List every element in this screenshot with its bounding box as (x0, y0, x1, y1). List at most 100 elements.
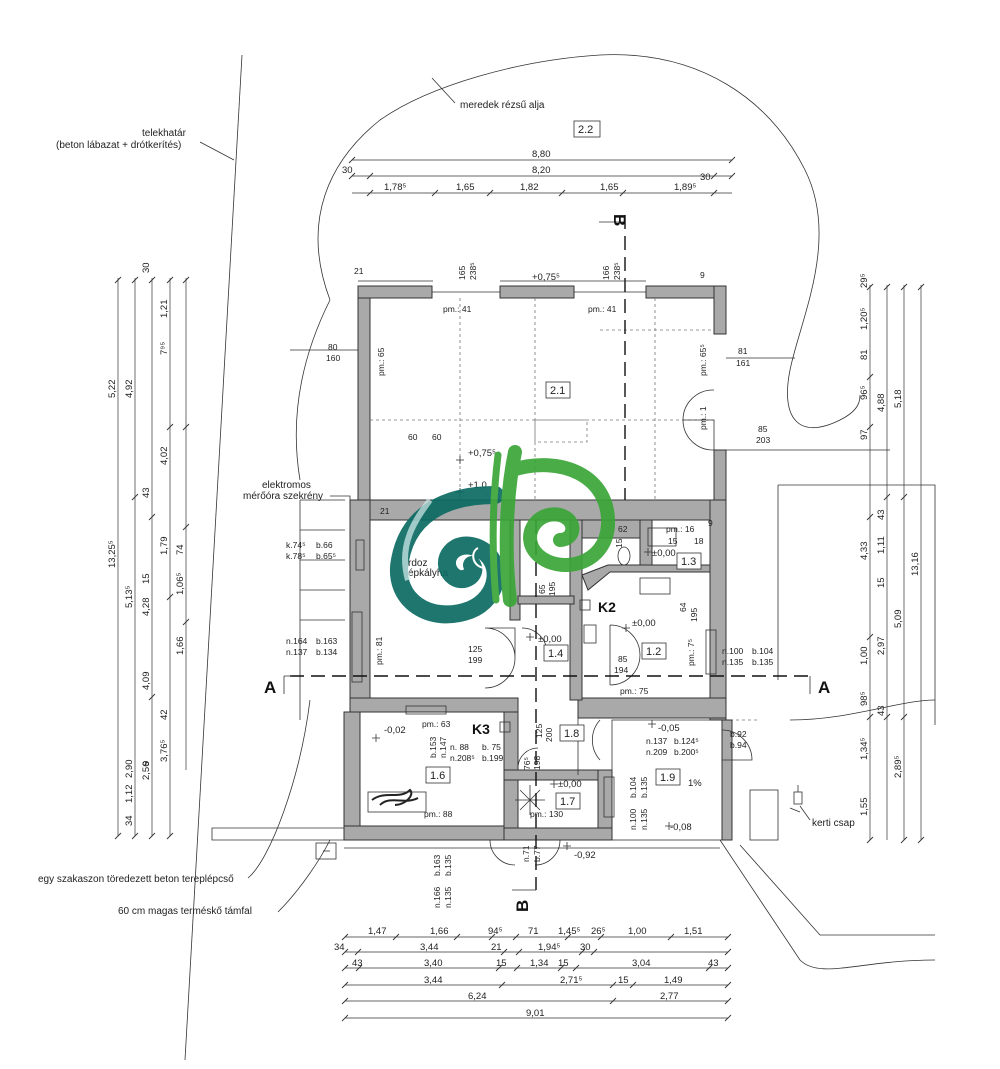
svg-text:97: 97 (859, 429, 870, 440)
svg-text:1,66: 1,66 (175, 637, 186, 656)
wall-upper-left (357, 285, 371, 501)
svg-text:4,33: 4,33 (859, 542, 870, 561)
svg-text:b.200⁵: b.200⁵ (674, 747, 699, 757)
svg-text:4,28: 4,28 (141, 598, 152, 617)
svg-text:2,77: 2,77 (660, 991, 679, 1002)
wall-cellar-bottom-2 (503, 827, 613, 841)
svg-text:b.163: b.163 (432, 854, 442, 876)
room-1-6: 1.6 (430, 770, 445, 782)
wall-upper-top-1 (357, 285, 433, 299)
svg-text:43: 43 (876, 509, 887, 520)
svg-text:15: 15 (614, 538, 624, 548)
svg-text:194: 194 (614, 665, 628, 675)
svg-text:198: 198 (532, 756, 542, 770)
svg-text:pm.: 63: pm.: 63 (422, 719, 451, 729)
chimney-k3-box (499, 721, 511, 733)
svg-text:b. 75: b. 75 (482, 742, 501, 752)
window-left (351, 611, 363, 683)
svg-text:74: 74 (175, 544, 186, 555)
svg-text:pm.: 16: pm.: 16 (666, 524, 695, 534)
svg-text:pm.: 7⁵: pm.: 7⁵ (686, 639, 696, 666)
svg-text:b.77: b.77 (532, 845, 542, 862)
level-11: -0,92 (574, 850, 596, 861)
svg-text:15: 15 (558, 958, 569, 969)
svg-text:9: 9 (708, 518, 713, 528)
svg-text:4,02: 4,02 (159, 447, 170, 466)
svg-text:pm.: 41: pm.: 41 (588, 304, 617, 314)
svg-text:81: 81 (738, 346, 748, 356)
svg-text:199: 199 (468, 655, 482, 665)
svg-text:43: 43 (708, 958, 719, 969)
slope-percent: 1% (688, 778, 702, 789)
svg-text:pm.: 88: pm.: 88 (424, 809, 453, 819)
svg-text:21: 21 (491, 942, 502, 953)
svg-text:3,40: 3,40 (424, 958, 443, 969)
svg-text:1,49: 1,49 (664, 975, 683, 986)
svg-text:94⁵: 94⁵ (488, 926, 503, 937)
right-dimensions: 29⁵ 1,20⁵ 81 96⁵ 97 43 1,11 15 1,00 98⁵ … (859, 273, 921, 816)
fixture (583, 624, 597, 644)
room-1-7: 1.7 (560, 796, 575, 808)
svg-text:65: 65 (537, 584, 547, 594)
svg-text:1,20⁵: 1,20⁵ (859, 308, 870, 330)
door-swing-upper (682, 419, 715, 451)
svg-text:13,25⁵: 13,25⁵ (107, 540, 118, 568)
svg-text:9,01: 9,01 (526, 1008, 545, 1019)
room-1-4: 1.4 (548, 648, 563, 660)
svg-text:3,44: 3,44 (420, 942, 439, 953)
svg-text:195: 195 (689, 608, 699, 622)
svg-text:5,22: 5,22 (107, 380, 118, 399)
svg-text:n.71: n.71 (521, 845, 531, 862)
svg-text:b.65⁵: b.65⁵ (316, 551, 336, 561)
tap-label: kerti csap (812, 818, 855, 829)
svg-text:5,09: 5,09 (893, 610, 904, 629)
svg-text:5,13⁵: 5,13⁵ (124, 586, 135, 608)
svg-text:pm.: 81: pm.: 81 (374, 636, 384, 665)
room-1-9: 1.9 (660, 772, 675, 784)
room-2-2: 2.2 (578, 124, 593, 136)
level-5: ±0,00 (632, 618, 656, 629)
svg-text:8,80: 8,80 (532, 149, 551, 160)
svg-text:4,92: 4,92 (124, 380, 135, 399)
svg-text:b.104: b.104 (752, 646, 774, 656)
level-4: ±0,00 (538, 634, 562, 645)
window-1-7 (603, 776, 615, 818)
svg-text:n.164: n.164 (286, 636, 308, 646)
opening-annotations: 21 165 238⁵ 166 238⁵ 9 pm.: 41 pm.: 41 p… (286, 262, 774, 908)
garden-box (749, 789, 779, 841)
svg-text:1,65: 1,65 (600, 182, 619, 193)
svg-text:1,06⁵: 1,06⁵ (175, 573, 186, 595)
svg-text:96⁵: 96⁵ (859, 385, 870, 400)
svg-text:60: 60 (408, 432, 418, 442)
wall-terrace (721, 719, 733, 841)
svg-text:1,66: 1,66 (430, 926, 449, 937)
svg-text:2,89⁵: 2,89⁵ (893, 756, 904, 778)
svg-text:1,78⁵: 1,78⁵ (384, 182, 406, 193)
svg-text:13,16: 13,16 (910, 552, 921, 576)
svg-text:6,24: 6,24 (468, 991, 487, 1002)
svg-text:43: 43 (352, 958, 363, 969)
svg-text:71: 71 (528, 926, 539, 937)
wall-upper-right-2 (713, 449, 727, 503)
svg-text:1,21: 1,21 (159, 300, 170, 319)
svg-text:n. 88: n. 88 (450, 742, 469, 752)
svg-text:64: 64 (678, 602, 688, 612)
svg-text:34: 34 (124, 815, 135, 826)
wall-inner-4 (639, 519, 653, 571)
svg-text:b.163: b.163 (316, 636, 338, 646)
meter-box (355, 539, 365, 571)
boundary-label-1: telekhatár (142, 128, 187, 139)
fireplace-label: épkályha (408, 568, 448, 579)
svg-text:b.135: b.135 (639, 776, 649, 798)
wall-inner-5 (517, 595, 575, 605)
section-a-right: A (818, 678, 830, 697)
terrain-curve (789, 699, 936, 721)
svg-text:81: 81 (859, 349, 870, 360)
top-dimensions: 8,80 8,20 30 30 1,78⁵ 1,65 1,82 1,65 1,8… (342, 149, 711, 193)
svg-text:165: 165 (457, 266, 467, 280)
property-boundary-line (184, 54, 243, 1061)
swirl-logo (389, 445, 616, 624)
svg-text:30: 30 (700, 172, 711, 183)
svg-text:85: 85 (618, 654, 628, 664)
